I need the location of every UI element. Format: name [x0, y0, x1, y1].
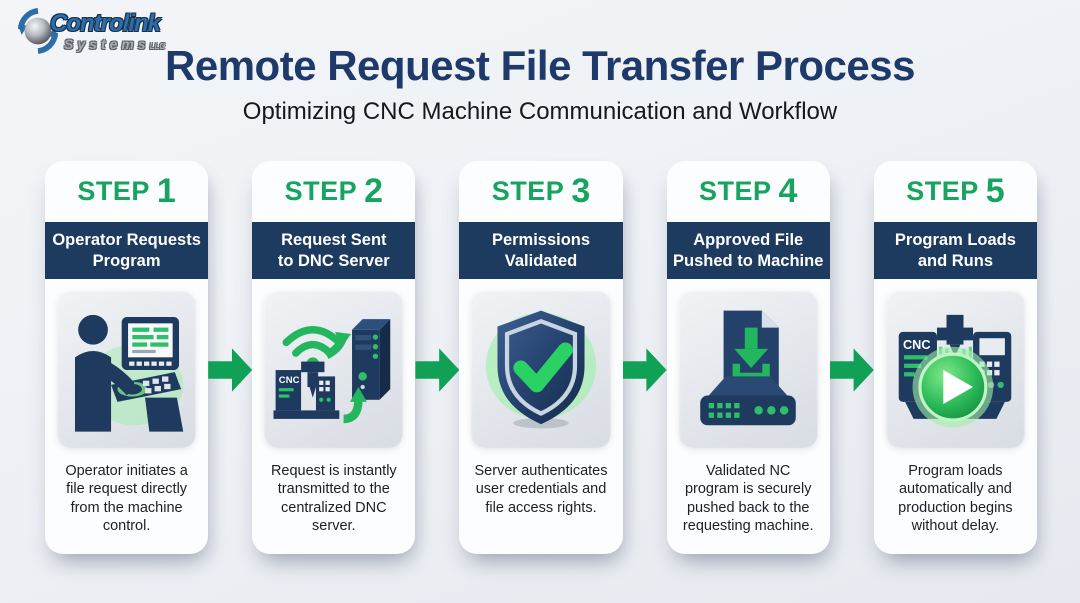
step-5-description: Program loads automatically and producti… — [898, 463, 1013, 535]
svg-text:CNC: CNC — [279, 375, 300, 386]
step-4-description: Validated NC program is securely pushed … — [682, 463, 814, 535]
controlink-logo: Controlink SystemsLLC — [16, 8, 165, 54]
step-4-icon-tile — [678, 290, 818, 448]
step-card-3: STEP 3 Permissions Validated — [459, 161, 623, 554]
brand-name-primary: Controlink — [50, 10, 161, 37]
step-number: 5 — [985, 172, 1005, 210]
operator-control-panel-icon — [74, 314, 183, 432]
heading-line: Program — [92, 251, 161, 270]
step-1-label: STEP 1 — [45, 161, 208, 222]
heading-line: Pushed to Machine — [673, 251, 824, 270]
step-word: STEP — [77, 176, 150, 206]
arrow-right-icon — [415, 348, 460, 392]
svg-text:CNC: CNC — [903, 337, 931, 352]
heading-line: Permissions — [491, 230, 591, 249]
step-card-5: STEP 5 Program Loads and Runs CNC — [873, 161, 1038, 554]
step-number: 2 — [364, 172, 384, 210]
step-card-4: STEP 4 Approved File Pushed to Machine — [666, 161, 830, 554]
steps-row: STEP 1 Operator Requests Program — [45, 161, 1038, 554]
arrow-right-icon — [208, 348, 253, 392]
file-download-to-machine-icon — [700, 310, 796, 426]
heading-line: to DNC Server — [277, 251, 390, 270]
brand-name-secondary: SystemsLLC — [64, 36, 166, 52]
step-3-icon-tile — [471, 290, 611, 448]
step-4-label: STEP 4 — [667, 161, 830, 222]
arrow-right-icon — [829, 348, 874, 392]
cnc-to-server-transfer-icon: CNC — [273, 319, 391, 424]
step-card-2: STEP 2 Request Sent to DNC Server — [252, 161, 416, 554]
heading-line: Validated — [504, 251, 578, 270]
step-word: STEP — [284, 176, 358, 206]
step-3-description: Server authenticates user credentials an… — [474, 463, 608, 516]
step-number: 4 — [778, 172, 798, 210]
step-3-heading: Permissions Validated — [459, 222, 623, 279]
step-2-icon-tile: CNC — [264, 290, 404, 448]
step-5-icon-tile: CNC — [885, 290, 1026, 448]
step-number: 3 — [571, 172, 591, 210]
step-1-description: Operator initiates a file request direct… — [65, 463, 188, 535]
brand-name-suffix: LLC — [149, 42, 166, 51]
step-2-description: Request is instantly transmitted to the … — [270, 463, 397, 535]
step-5-heading: Program Loads and Runs — [873, 222, 1038, 279]
page-title: Remote Request File Transfer Process — [165, 42, 915, 89]
step-2-label: STEP 2 — [252, 161, 415, 222]
step-2-heading: Request Sent to DNC Server — [252, 222, 416, 279]
step-word: STEP — [698, 176, 772, 206]
step-word: STEP — [906, 176, 979, 206]
step-1-icon-tile — [57, 290, 197, 448]
page-subtitle: Optimizing CNC Machine Communication and… — [242, 98, 838, 125]
step-number: 1 — [156, 172, 176, 210]
step-word: STEP — [491, 176, 565, 206]
shield-check-icon — [485, 310, 597, 429]
cnc-play-icon: CNC — [899, 314, 1012, 428]
step-4-heading: Approved File Pushed to Machine — [666, 222, 830, 279]
step-3-label: STEP 3 — [459, 161, 622, 222]
heading-line: Program Loads — [894, 230, 1016, 249]
arrow-right-icon — [622, 348, 667, 392]
step-1-heading: Operator Requests Program — [45, 222, 209, 279]
heading-line: Operator Requests — [52, 230, 201, 249]
heading-line: Approved File — [693, 230, 804, 249]
step-card-1: STEP 1 Operator Requests Program — [45, 161, 209, 554]
heading-line: Request Sent — [281, 230, 387, 249]
heading-line: and Runs — [917, 251, 993, 270]
sphere-circular-arrows-icon — [17, 8, 59, 54]
step-5-label: STEP 5 — [874, 161, 1037, 222]
